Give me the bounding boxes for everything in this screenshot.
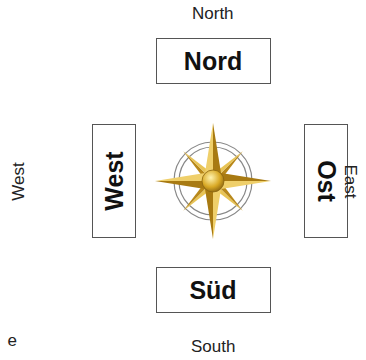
direction-box: Nord (156, 38, 271, 84)
english-label: East (342, 164, 359, 198)
direction-word: West (102, 151, 127, 210)
direction-box-vertical: West (92, 124, 136, 238)
english-label: North (192, 5, 234, 22)
direction-word: Nord (184, 49, 242, 74)
direction-word: Süd (189, 278, 236, 303)
english-label: e (8, 332, 17, 349)
diagonal-points (154, 122, 273, 241)
english-label: West (10, 162, 27, 200)
main-points (155, 123, 271, 239)
rose-hub (202, 170, 224, 192)
direction-box: Süd (156, 267, 271, 313)
direction-word: Ost (314, 160, 339, 202)
english-label: South (191, 338, 235, 355)
